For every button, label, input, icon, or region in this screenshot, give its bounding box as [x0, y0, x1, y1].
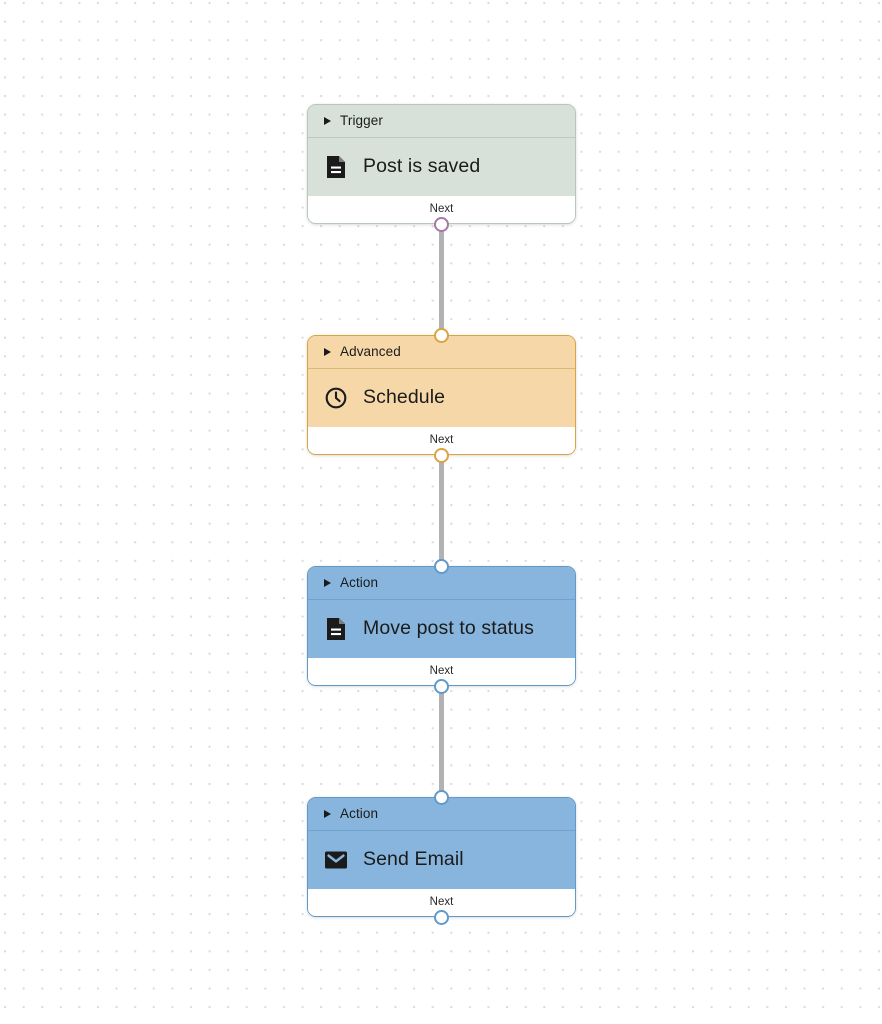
node-category-label: Advanced	[340, 344, 401, 360]
output-port-trigger[interactable]	[434, 216, 449, 232]
edge-action-1-to-action-2[interactable]	[439, 681, 444, 799]
document-icon	[324, 617, 348, 641]
next-label: Next	[429, 664, 454, 677]
workflow-node-action-send-email[interactable]: Action Send Email Next	[307, 789, 576, 925]
node-category-label: Action	[340, 806, 379, 822]
disclosure-triangle-icon[interactable]	[324, 810, 331, 818]
node-body-action-2: Send Email	[308, 831, 575, 889]
edge-trigger-to-advanced[interactable]	[439, 219, 444, 337]
next-label: Next	[429, 433, 454, 446]
envelope-icon	[324, 848, 348, 872]
workflow-node-trigger-post-is-saved[interactable]: Trigger Post is saved Next	[307, 104, 576, 232]
node-category-label: Action	[340, 575, 379, 591]
next-label: Next	[429, 895, 454, 908]
workflow-node-action-move-post-to-status[interactable]: Action Move post to status Next	[307, 558, 576, 694]
node-title: Move post to status	[363, 617, 534, 640]
edge-advanced-to-action-1[interactable]	[439, 450, 444, 568]
input-port-action-1[interactable]	[434, 558, 449, 574]
next-label: Next	[429, 202, 454, 215]
node-body-advanced: Schedule	[308, 369, 575, 427]
input-port-advanced[interactable]	[434, 327, 449, 343]
node-body-action-1: Move post to status	[308, 600, 575, 658]
node-title: Schedule	[363, 386, 446, 409]
output-port-action-2[interactable]	[434, 909, 449, 925]
node-category-label: Trigger	[340, 113, 383, 129]
output-port-action-1[interactable]	[434, 678, 449, 694]
node-body-trigger: Post is saved	[308, 138, 575, 196]
document-icon	[324, 155, 348, 179]
node-header-trigger[interactable]: Trigger	[308, 105, 575, 138]
clock-icon	[324, 386, 348, 410]
disclosure-triangle-icon[interactable]	[324, 348, 331, 356]
disclosure-triangle-icon[interactable]	[324, 117, 331, 125]
disclosure-triangle-icon[interactable]	[324, 579, 331, 587]
input-port-action-2[interactable]	[434, 789, 449, 805]
node-title: Post is saved	[363, 155, 481, 178]
output-port-advanced[interactable]	[434, 447, 449, 463]
workflow-node-advanced-schedule[interactable]: Advanced Schedule Next	[307, 327, 576, 463]
node-title: Send Email	[363, 848, 464, 871]
